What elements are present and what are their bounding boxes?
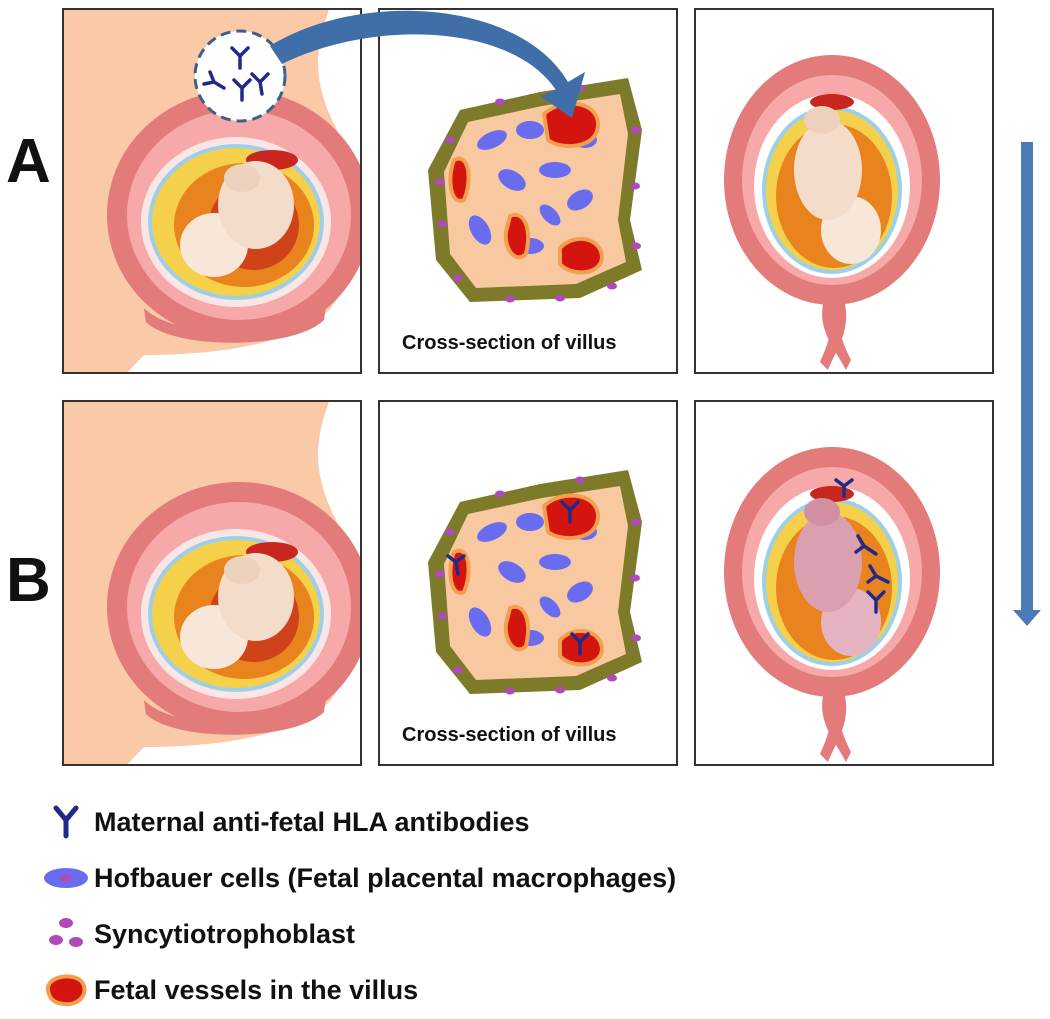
panel-b-villus: Cross-section of villus — [378, 400, 678, 766]
panel-a-villus: Cross-section of villus — [378, 8, 678, 374]
antibodies-in-fetus — [834, 478, 890, 614]
row-label-b: B — [6, 546, 51, 615]
panel-a-fetus — [694, 8, 994, 374]
hofbauer-cell-icon — [44, 868, 88, 888]
syncytiotrophoblast-icon — [49, 918, 83, 947]
panel-b-fetus — [694, 400, 994, 766]
villus-cross-section-b — [428, 470, 642, 695]
villus-cross-section-a — [428, 78, 642, 303]
panel-b-mother — [62, 400, 362, 766]
legend-item-syncytiotrophoblast: Syncytiotrophoblast — [38, 914, 355, 954]
fetal-vessel-icon — [46, 974, 87, 1007]
pregnant-mother-illustration — [64, 402, 360, 764]
legend-text-syncytiotrophoblast: Syncytiotrophoblast — [94, 918, 356, 949]
healthy-fetus-illustration — [724, 55, 940, 370]
affected-fetus-illustration — [724, 447, 940, 762]
legend-text-antibodies: Maternal anti-fetal HLA antibodies — [94, 806, 530, 837]
timeline-arrow — [1013, 142, 1041, 626]
legend-text-hofbauer: Hofbauer cells (Fetal placental macropha… — [94, 862, 677, 893]
legend-text-fetal-vessels: Fetal vessels in the villus — [94, 974, 419, 1005]
antibody-cluster — [193, 29, 287, 123]
row-label-a: A — [6, 127, 51, 196]
legend-item-antibodies: Maternal anti-fetal HLA antibodies — [38, 802, 530, 842]
legend-item-fetal-vessels: Fetal vessels in the villus — [38, 970, 418, 1010]
panel-a-mother — [62, 8, 362, 374]
antibody-icon — [53, 805, 79, 839]
villus-caption-a: Cross-section of villus — [402, 332, 617, 354]
villus-caption-b: Cross-section of villus — [402, 724, 617, 746]
antibodies-in-villus — [446, 500, 590, 656]
legend-item-hofbauer: Hofbauer cells (Fetal placental macropha… — [38, 858, 676, 898]
